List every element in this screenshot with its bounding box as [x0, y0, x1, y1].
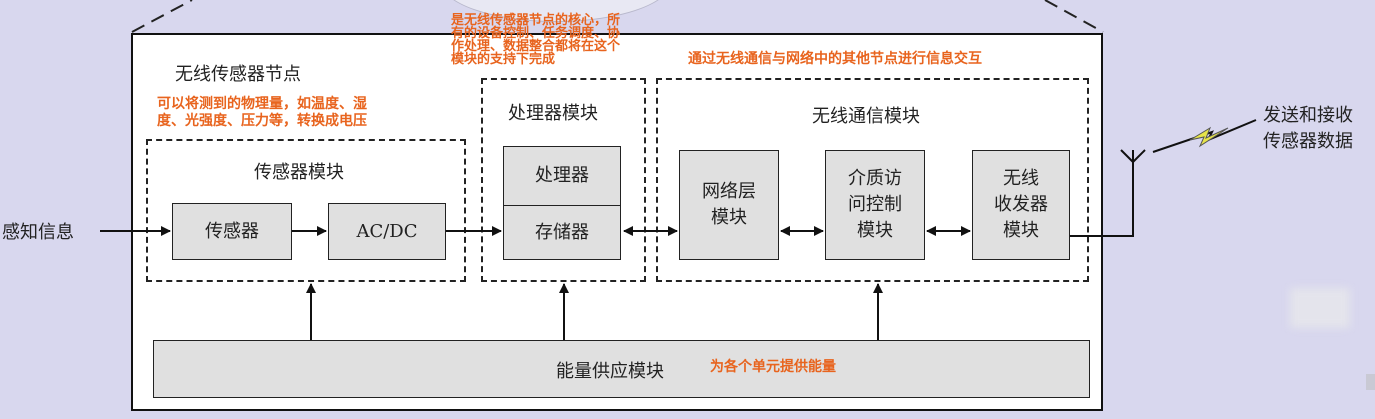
- output-label: 发送和接收 传感器数据: [1263, 105, 1353, 152]
- power-note: 为各个单元提供能量: [710, 359, 836, 375]
- antenna-feed-line: [1070, 162, 1134, 237]
- acdc-block: AC/DC: [328, 203, 446, 260]
- power-block: [153, 340, 1090, 398]
- memory-block: 存储器: [503, 205, 621, 260]
- antenna-icon: [1120, 149, 1146, 163]
- blurred-artifact-edge: [1366, 374, 1375, 390]
- sensor-block: 传感器: [172, 203, 292, 260]
- processor-module-title: 处理器模块: [508, 103, 598, 124]
- sensor-module-box: [146, 139, 466, 282]
- sensor-note: 可以将测到的物理量，如温度、湿 度、光强度、压力等，转换成电压: [157, 96, 367, 129]
- lightning-icon: [1152, 119, 1257, 153]
- node-title: 无线传感器节点: [175, 64, 301, 85]
- wireless-module-box: [656, 78, 1089, 282]
- network-layer-block: 网络层 模块: [679, 150, 779, 260]
- power-label: 能量供应模块: [556, 361, 664, 382]
- sensor-module-title: 传感器模块: [254, 162, 344, 183]
- wireless-module-title: 无线通信模块: [812, 106, 920, 127]
- wireless-note: 通过无线通信与网络中的其他节点进行信息交互: [688, 51, 982, 67]
- blurred-artifact: [1290, 288, 1350, 328]
- top-right-dashed-line: [1044, 0, 1104, 33]
- processor-note: 是无线传感器节点的核心，所 有的设备控制、任务调度、协 作处理、数据整合都将在这…: [451, 13, 621, 67]
- transceiver-block: 无线 收发器 模块: [972, 150, 1070, 260]
- processor-block: 处理器: [503, 146, 621, 206]
- top-left-dashed-line: [131, 0, 193, 33]
- mac-block: 介质访 问控制 模块: [825, 150, 925, 260]
- processor-module-box: [481, 78, 646, 282]
- input-label: 感知信息: [2, 222, 74, 243]
